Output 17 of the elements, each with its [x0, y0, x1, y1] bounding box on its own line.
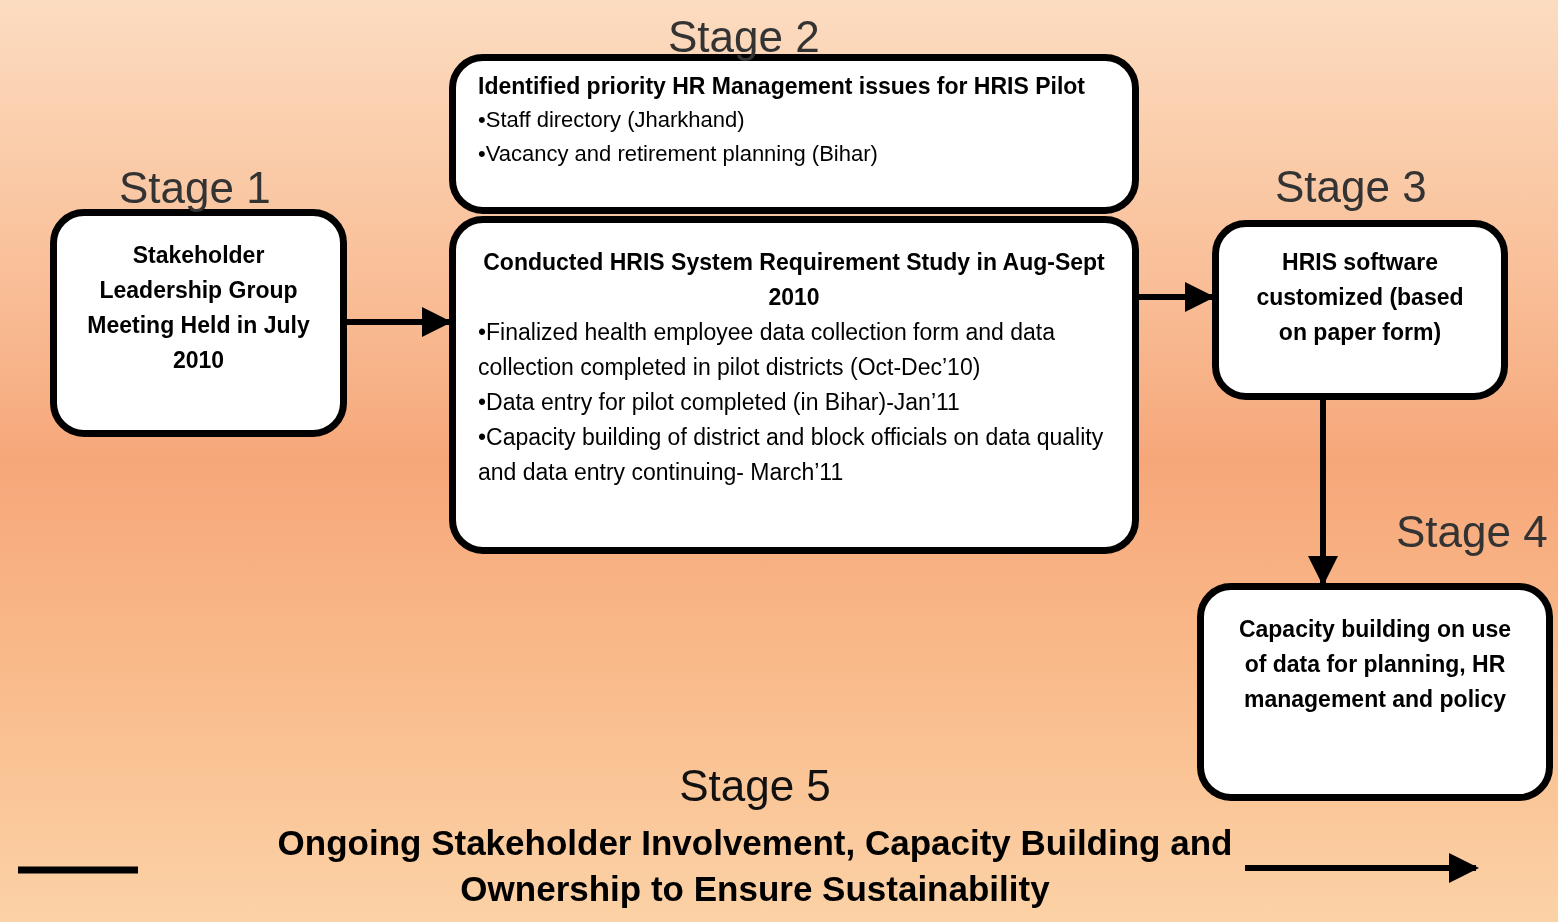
- stage-description: Ongoing Stakeholder Involvement, Capacity Building and Ownership to Ensure Sustainability: [276, 822, 1234, 910]
- stage-heading: Stage 5: [678, 760, 832, 812]
- stage-heading: Stage 1: [119, 166, 271, 210]
- bullet-text: •Capacity building of district and block officials on data quality and data entry continuing- March’11: [478, 423, 1105, 487]
- stage-heading: Stage 2: [668, 15, 820, 59]
- box-title: Stakeholder Leadership Group Meeting Held in July 2010: [86, 241, 311, 375]
- box-title: HRIS software customized (based on paper form): [1255, 248, 1465, 347]
- box-title: Conducted HRIS System Requirement Study in Aug-Sept 2010: [482, 248, 1106, 312]
- stage-heading: Stage 3: [1275, 165, 1427, 209]
- bullet-text: •Finalized health employee data collection form and data collection completed in pilot districts (Oct-Dec’10): [478, 318, 1056, 382]
- bullet-text: •Data entry for pilot completed (in Bihar)-Jan’11: [478, 388, 961, 417]
- box-title: Capacity building on use of data for planning, HR management and policy: [1237, 615, 1513, 714]
- box-title: Identified priority HR Management issues for HRIS Pilot: [478, 72, 1087, 101]
- bullet-text: •Vacancy and retirement planning (Bihar): [478, 140, 879, 168]
- stage-heading: Stage 4: [1396, 510, 1548, 554]
- bullet-text: •Staff directory (Jharkhand): [478, 106, 746, 134]
- process-box: [449, 216, 1139, 554]
